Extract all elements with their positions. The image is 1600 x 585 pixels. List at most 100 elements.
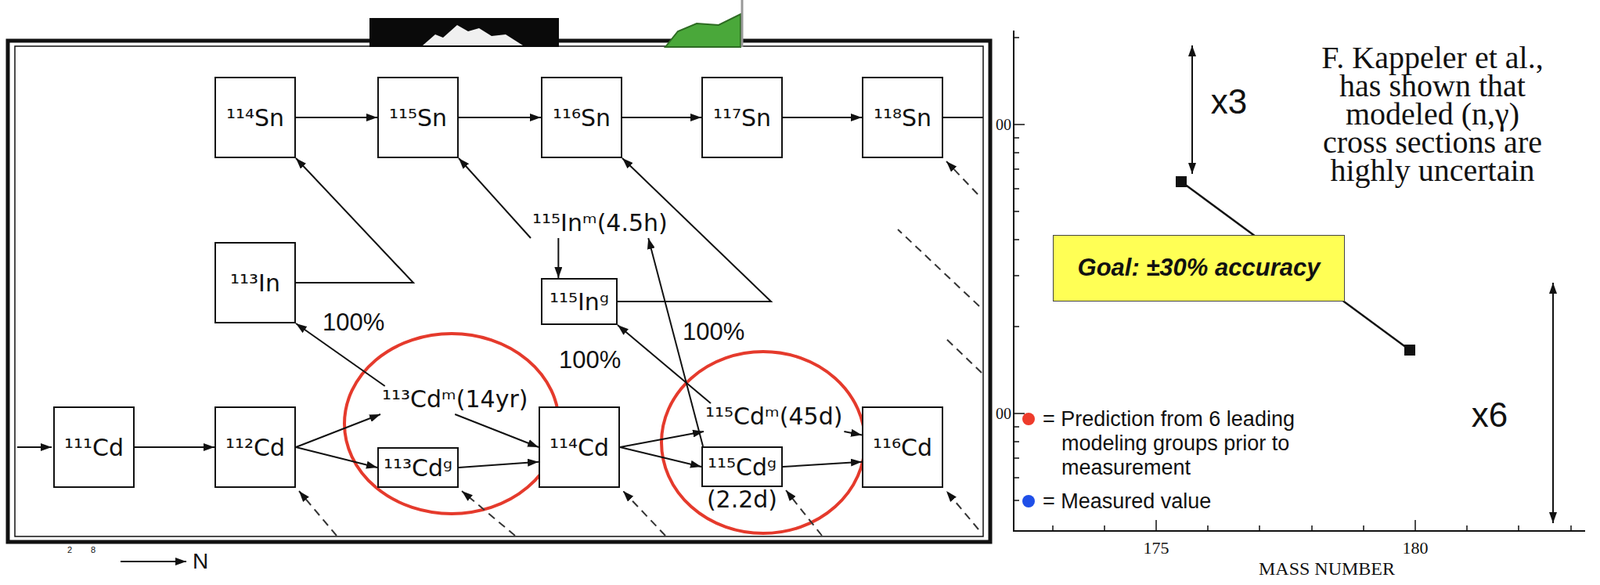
legend-text: = Prediction from 6 leading modeling gro…: [1042, 407, 1353, 480]
nuclide-box: ¹¹⁵Inᵍ: [540, 277, 618, 325]
reaction-arrow: [619, 446, 702, 467]
tick-label: 175: [1143, 538, 1170, 558]
reaction-arrow: [295, 158, 414, 283]
picture-pole: [741, 0, 744, 47]
nuclide-label: ¹¹⁵Cdᵐ(45d): [705, 402, 843, 430]
reaction-arrow: [843, 431, 862, 435]
axis-fragment: 2: [67, 545, 73, 555]
nuclide-box: ¹¹⁷Sn: [701, 76, 783, 159]
mountain-picture: [422, 25, 523, 46]
reaction-arrow: [619, 431, 704, 447]
isomer-state: ¹¹⁵Inᵐ(4.5h): [530, 209, 670, 238]
reaction-arrow: [454, 414, 539, 447]
frame-outer: [7, 40, 991, 542]
half-life: (2.2d): [706, 486, 778, 512]
nuclide-label: ¹¹³Cdᵐ(14yr): [381, 385, 528, 413]
isomer-state: ¹¹⁵Cdᵐ(45d): [703, 403, 844, 432]
nuclide-label: ¹¹³In: [230, 270, 281, 296]
branching-ratio: 100%: [682, 318, 745, 346]
factor-label: x3: [1210, 82, 1247, 121]
photo-strip: [369, 18, 559, 47]
nuclide-box: ¹¹³Cdᵍ: [377, 446, 459, 488]
range-arrow: [1552, 282, 1554, 523]
incoming-arrow: [17, 446, 52, 448]
nuclide-label: ¹¹⁶Cd: [872, 434, 933, 461]
green-picture: [665, 14, 741, 47]
nuclide-box: ¹¹⁵Sn: [377, 76, 459, 159]
reaction-arrow: [295, 446, 378, 468]
dashed-arrow: [785, 490, 822, 536]
nuclide-label: ¹¹⁶Sn: [552, 104, 611, 131]
branching-ratio: 100%: [558, 346, 621, 374]
goal-text: Goal: ±30% accuracy: [1077, 254, 1321, 282]
nuclide-box: ¹¹⁸Sn: [861, 76, 944, 159]
legend-swatch: [1022, 412, 1035, 426]
range-arrow: [1191, 45, 1193, 174]
citation-note: F. Kappeler et al., has shown that model…: [1312, 43, 1553, 185]
reaction-arrow: [134, 446, 215, 448]
dashed-arrow: [299, 490, 337, 536]
isomer-state: ¹¹³Cdᵐ(14yr): [380, 385, 530, 415]
dashed-arrow: [461, 490, 516, 536]
nuclide-box: ¹¹⁵Cdᵍ(2.2d): [701, 446, 783, 487]
axis-title: MASS NUMBER: [1258, 558, 1395, 579]
nuclide-box: ¹¹⁴Cd: [538, 406, 620, 488]
nuclide-box: ¹¹¹Cd: [53, 406, 135, 488]
dashed-line: [897, 229, 980, 307]
reaction-arrow: [458, 158, 531, 238]
nuclide-box: ¹¹⁶Cd: [861, 406, 944, 488]
reaction-arrow: [782, 461, 862, 467]
tick-label: 00: [995, 404, 1012, 422]
factor-label: x6: [1471, 396, 1508, 434]
nuclide-box: ¹¹³In: [214, 241, 296, 324]
nuclide-label: ¹¹⁵Inᵍ: [549, 288, 610, 315]
nuclide-label: ¹¹²Cd: [225, 434, 285, 461]
nuclide-box: ¹¹²Cd: [214, 406, 296, 488]
reaction-arrow: [458, 116, 541, 119]
data-point: [1175, 176, 1187, 188]
legend-entry: = Measured value: [1042, 489, 1353, 514]
tick-label: 00: [995, 115, 1012, 134]
reaction-arrow: [295, 116, 378, 119]
nuclide-label: ¹¹⁵Inᵐ(4.5h): [532, 209, 668, 237]
data-point: [1404, 344, 1416, 356]
goal-box: Goal: ±30% accuracy: [1052, 234, 1345, 302]
highlight-ellipse: [344, 333, 559, 514]
axis-ticks: [1013, 37, 1572, 531]
outgoing-line: [943, 116, 984, 119]
reaction-arrow: [622, 116, 702, 119]
reaction-arrow: [557, 237, 559, 278]
nuclide-label: ¹¹⁸Sn: [873, 104, 932, 131]
dashed-arrow: [946, 161, 978, 195]
legend-entry: = Prediction from 6 leading modeling gro…: [1042, 407, 1353, 480]
nuclide-label: ¹¹⁴Cd: [549, 434, 610, 461]
dashed-arrow: [623, 490, 666, 536]
tick-label: 180: [1402, 538, 1429, 558]
nuclide-label: ¹¹⁴Sn: [226, 104, 285, 131]
legend-text: = Measured value: [1042, 489, 1353, 514]
nuclide-label: ¹¹⁵Cdᵍ: [707, 454, 777, 480]
r-process-feeding: [299, 161, 982, 536]
legend-swatch: [1022, 494, 1035, 508]
reaction-arrow: [782, 116, 862, 119]
nuclide-label: ¹¹⁵Sn: [389, 104, 447, 131]
nuclide-box: ¹¹⁶Sn: [540, 76, 623, 159]
axis-arrow: [120, 560, 187, 563]
nuclide-label: ¹¹³Cdᵍ: [383, 454, 453, 481]
nuclide-label: ¹¹⁷Sn: [713, 104, 772, 131]
nuclide-box: ¹¹⁴Sn: [214, 76, 296, 159]
reaction-arrow: [458, 461, 539, 468]
chart-axes: [1013, 30, 1586, 531]
axis-label: N: [192, 549, 209, 574]
dashed-arrow: [946, 490, 979, 530]
branching-ratio: 100%: [322, 309, 385, 336]
dashed-line: [944, 336, 982, 373]
axis-fragment: 8: [90, 545, 96, 555]
reaction-arrow: [295, 414, 381, 447]
frame-inner: [14, 46, 984, 537]
highlight-ellipse: [661, 351, 865, 534]
nuclide-label: ¹¹¹Cd: [64, 434, 124, 461]
